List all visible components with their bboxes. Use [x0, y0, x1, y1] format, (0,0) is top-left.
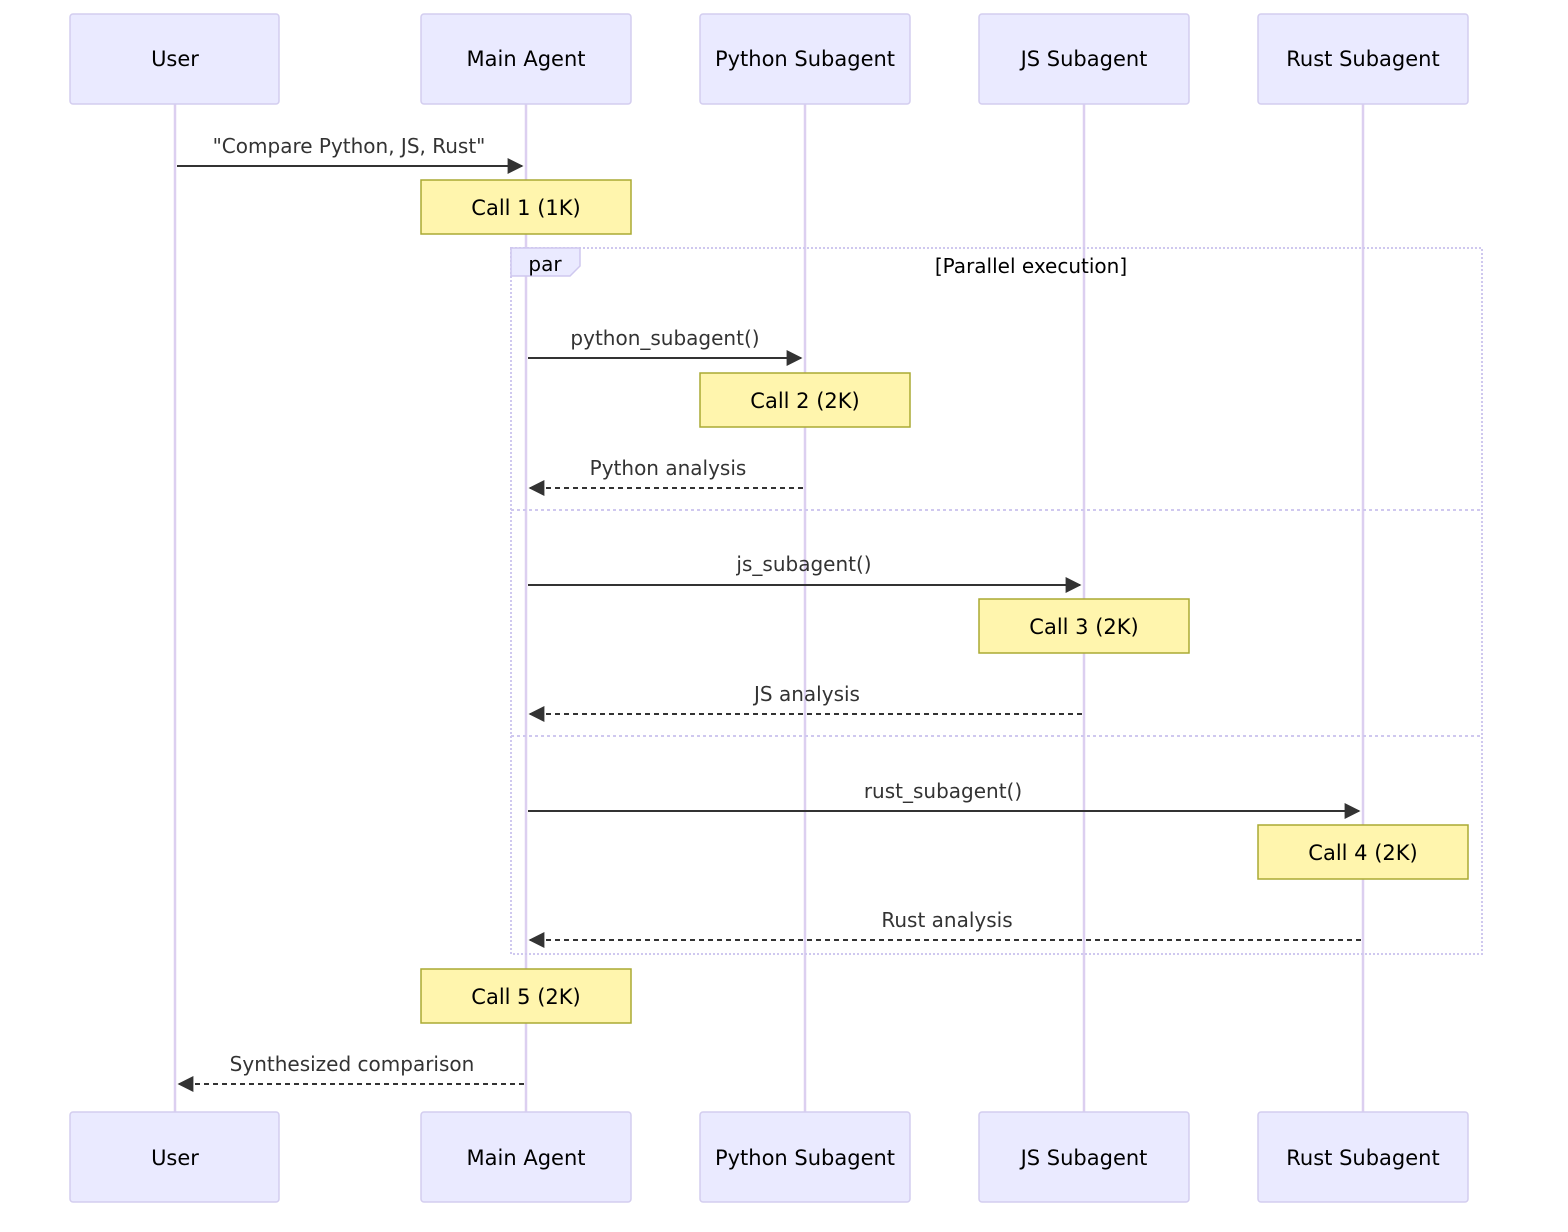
note-label: Call 5 (2K) — [471, 985, 580, 1009]
actor-label: Rust Subagent — [1286, 47, 1439, 71]
actor-js-subagent-bottom[interactable]: JS Subagent — [978, 1111, 1190, 1203]
actor-main-agent-top[interactable]: Main Agent — [420, 13, 632, 105]
actors-bottom: User Main Agent Python Subagent JS Subag… — [69, 1111, 1469, 1203]
actor-label: JS Subagent — [1019, 1146, 1148, 1170]
message-synthesized-comparison: Synthesized comparison — [177, 1052, 524, 1092]
note-call-3: Call 3 (2K) — [978, 598, 1190, 654]
actor-rust-subagent-bottom[interactable]: Rust Subagent — [1257, 1111, 1469, 1203]
actor-user-bottom[interactable]: User — [69, 1111, 280, 1203]
actor-python-subagent-bottom[interactable]: Python Subagent — [699, 1111, 911, 1203]
actor-js-subagent-top[interactable]: JS Subagent — [978, 13, 1190, 105]
par-tab — [510, 247, 581, 277]
message-python-analysis: Python analysis — [528, 456, 803, 496]
note-label: Call 3 (2K) — [1029, 615, 1138, 639]
note-label: Call 1 (1K) — [471, 196, 580, 220]
actor-label: Rust Subagent — [1286, 1146, 1439, 1170]
message-label: Synthesized comparison — [230, 1052, 475, 1076]
note-call-2: Call 2 (2K) — [699, 372, 911, 428]
message-compare-request: "Compare Python, JS, Rust" — [177, 134, 524, 174]
message-python-subagent-call: python_subagent() — [528, 326, 803, 366]
actor-label: User — [151, 47, 199, 71]
message-label: "Compare Python, JS, Rust" — [213, 134, 486, 158]
message-js-subagent-call: js_subagent() — [528, 552, 1082, 593]
note-call-4: Call 4 (2K) — [1257, 824, 1469, 880]
note-label: Call 2 (2K) — [750, 389, 859, 413]
note-label: Call 4 (2K) — [1308, 841, 1417, 865]
actors-top: User Main Agent Python Subagent JS Subag… — [69, 13, 1469, 105]
note-call-5: Call 5 (2K) — [420, 968, 632, 1024]
message-label: rust_subagent() — [864, 779, 1022, 803]
actor-python-subagent-top[interactable]: Python Subagent — [699, 13, 911, 105]
par-condition: [Parallel execution] — [935, 254, 1127, 278]
actor-label: User — [151, 1146, 199, 1170]
message-label: JS analysis — [752, 682, 860, 706]
par-frame — [510, 247, 1483, 955]
actor-rust-subagent-top[interactable]: Rust Subagent — [1257, 13, 1469, 105]
actor-label: Main Agent — [467, 1146, 586, 1170]
actor-user-top[interactable]: User — [69, 13, 280, 105]
actor-label: JS Subagent — [1019, 47, 1148, 71]
par-fragment: par [Parallel execution] — [510, 247, 1483, 955]
message-rust-subagent-call: rust_subagent() — [528, 779, 1361, 819]
note-call-1: Call 1 (1K) — [420, 179, 632, 235]
message-label: js_subagent() — [735, 552, 871, 576]
actor-label: Python Subagent — [715, 1146, 895, 1170]
actor-label: Python Subagent — [715, 47, 895, 71]
message-label: Python analysis — [590, 456, 747, 480]
message-label: python_subagent() — [570, 326, 759, 350]
par-label: par — [528, 252, 562, 276]
message-js-analysis: JS analysis — [528, 682, 1082, 722]
actor-main-agent-bottom[interactable]: Main Agent — [420, 1111, 632, 1203]
message-label: Rust analysis — [881, 908, 1012, 932]
message-rust-analysis: Rust analysis — [528, 908, 1361, 948]
actor-label: Main Agent — [467, 47, 586, 71]
